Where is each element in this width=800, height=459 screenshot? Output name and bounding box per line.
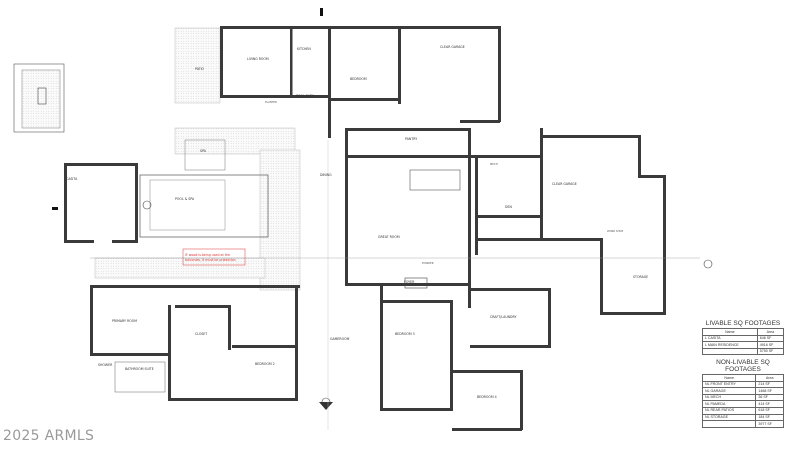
nonlivable-table-title: NON-LIVABLE SQ FOOTAGES	[716, 359, 770, 373]
svg-text:IF wood is being used at the: IF wood is being used at the	[185, 253, 230, 257]
svg-text:CASITA: CASITA	[66, 177, 78, 181]
svg-text:WORK SHOP: WORK SHOP	[607, 229, 624, 233]
table-row: NL FRONT ENTRY 214 SF	[701, 380, 784, 389]
svg-text:KITCHEN: KITCHEN	[297, 47, 311, 51]
svg-text:PRIMARY ROOM: PRIMARY ROOM	[112, 319, 137, 323]
table-header: Area	[755, 374, 784, 382]
svg-text:GREAT ROOM: GREAT ROOM	[378, 235, 400, 239]
living-wing	[220, 26, 401, 138]
nonlivable-sqft-table: NON-LIVABLE SQ FOOTAGES Name Area NL FRO…	[701, 357, 784, 428]
room-labels: LIVING ROOM KITCHEN BEDROOM CLEAR GARAGE…	[66, 45, 648, 399]
livable-table-title: LIVABLE SQ FOOTAGES	[705, 320, 781, 327]
table-row: NL PAMEDA 414 SF	[701, 400, 784, 408]
svg-text:DINING: DINING	[320, 173, 332, 177]
garage-right	[475, 128, 666, 315]
casita-room	[64, 163, 138, 243]
watermark: 2025 ARMLS	[3, 428, 95, 444]
pool	[139, 139, 269, 238]
table-row: NL STORAGE 184 SF	[701, 413, 784, 422]
table-row: NL GARAGE 1468 SF	[701, 387, 784, 395]
svg-text:LIVING ROOM: LIVING ROOM	[247, 57, 269, 61]
svg-text:STORAGE: STORAGE	[633, 275, 648, 279]
svg-text:FOYER: FOYER	[404, 280, 415, 284]
svg-text:POOL BATH: POOL BATH	[296, 94, 315, 98]
garage-top	[400, 26, 501, 123]
svg-text:GAMEROOM: GAMEROOM	[330, 337, 350, 341]
table-row: 3977 SF	[701, 420, 784, 428]
nonlivable-table: Name Area NL FRONT ENTRY 214 SF NL GARAG…	[701, 374, 784, 428]
table-header: Area	[756, 328, 785, 336]
primary-wing	[90, 285, 300, 401]
svg-text:CLOSET: CLOSET	[195, 332, 207, 336]
section-markers	[52, 8, 713, 410]
table-row: NL REAR PATIOS 618 SF	[701, 406, 784, 415]
table-row: 5750 SF	[702, 347, 785, 356]
svg-text:BEDROOM 4: BEDROOM 4	[477, 395, 497, 399]
svg-text:POOL & SPA: POOL & SPA	[175, 197, 195, 201]
bedroom-wing	[380, 277, 551, 431]
svg-text:BEDROOM 3: BEDROOM 3	[395, 332, 415, 336]
svg-text:CLEAR GARAGE: CLEAR GARAGE	[552, 182, 577, 186]
svg-text:BEDROOM: BEDROOM	[350, 77, 367, 81]
svg-text:MECH: MECH	[490, 162, 498, 166]
livable-table: Name Area L CASITA 646 SF L MAIN RESIDEN…	[702, 328, 785, 356]
svg-text:BATHROOM SUITE: BATHROOM SUITE	[125, 367, 154, 371]
svg-text:PLANTER: PLANTER	[265, 100, 277, 104]
svg-text:SPA: SPA	[200, 149, 207, 153]
casita-plan	[13, 63, 65, 133]
svg-text:POWDER: POWDER	[422, 261, 434, 265]
svg-text:PANTRY: PANTRY	[405, 137, 417, 141]
table-header: Name	[702, 328, 758, 336]
svg-text:DEN: DEN	[505, 205, 512, 209]
core	[345, 128, 475, 308]
table-row: L MAIN RESIDENCE 4916 SF	[702, 341, 785, 349]
svg-text:PATIO: PATIO	[195, 67, 205, 71]
svg-text:CRAFT/LAUNDRY: CRAFT/LAUNDRY	[490, 315, 517, 319]
table-header: Name	[701, 374, 757, 382]
red-note: IF wood is being used at the balconies, …	[182, 248, 246, 266]
livable-sqft-table: LIVABLE SQ FOOTAGES Name Area L CASITA 6…	[702, 318, 785, 356]
svg-text:balconies, it must be protecti: balconies, it must be protection	[185, 258, 236, 262]
svg-text:SHOWER: SHOWER	[98, 363, 113, 367]
table-row: NL MECH 36 SF	[701, 393, 784, 402]
svg-text:BEDROOM 2: BEDROOM 2	[255, 362, 275, 366]
svg-text:CLEAR GARAGE: CLEAR GARAGE	[440, 45, 465, 49]
table-row: L CASITA 646 SF	[702, 334, 785, 343]
